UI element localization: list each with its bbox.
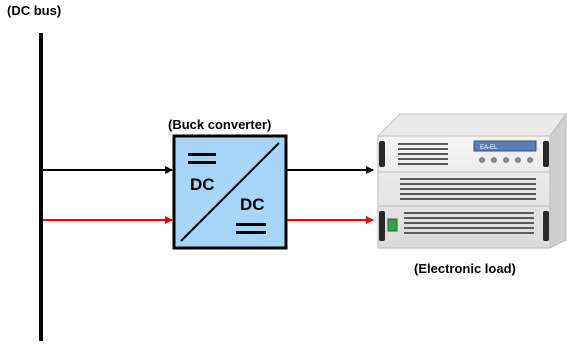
load-panel-text: EA-EL — [480, 145, 498, 151]
electronic-load-device — [376, 112, 567, 249]
dc-bus-line — [39, 33, 43, 341]
buck-converter-block — [172, 134, 288, 250]
electronic-load-label: (Electronic load) — [414, 261, 516, 276]
converter-input-dc-text: DC — [190, 175, 215, 194]
converter-output-dc-text: DC — [240, 195, 265, 214]
buck-converter-label: (Buck converter) — [168, 117, 272, 132]
dc-bus-label: (DC bus) — [7, 3, 62, 18]
